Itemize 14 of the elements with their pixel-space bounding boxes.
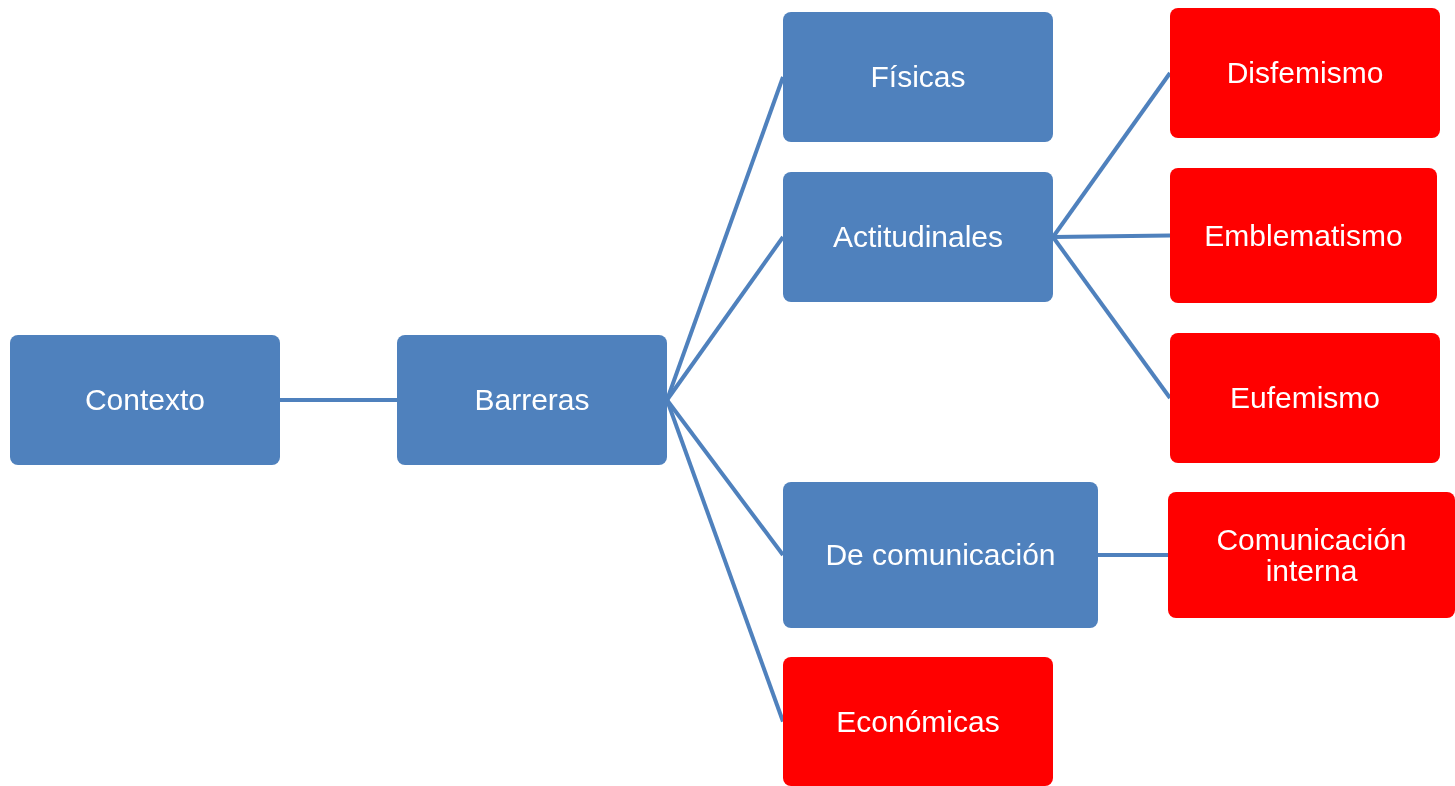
process-box: Económicas bbox=[783, 657, 1053, 786]
process-box: Eufemismo bbox=[1170, 333, 1440, 463]
process-box: Físicas bbox=[783, 12, 1053, 142]
process-box: Contexto bbox=[10, 335, 280, 465]
process-box: Emblematismo bbox=[1170, 168, 1437, 303]
process-box: Actitudinales bbox=[783, 172, 1053, 302]
process-box: Comunicación interna bbox=[1168, 492, 1455, 618]
connector-line bbox=[1052, 233, 1171, 239]
process-box: De comunicación bbox=[783, 482, 1098, 628]
process-box: Barreras bbox=[397, 335, 667, 465]
connector-line bbox=[1098, 553, 1168, 557]
process-box: Disfemismo bbox=[1170, 8, 1440, 138]
connector-line bbox=[280, 398, 397, 402]
connector-line bbox=[665, 399, 785, 723]
